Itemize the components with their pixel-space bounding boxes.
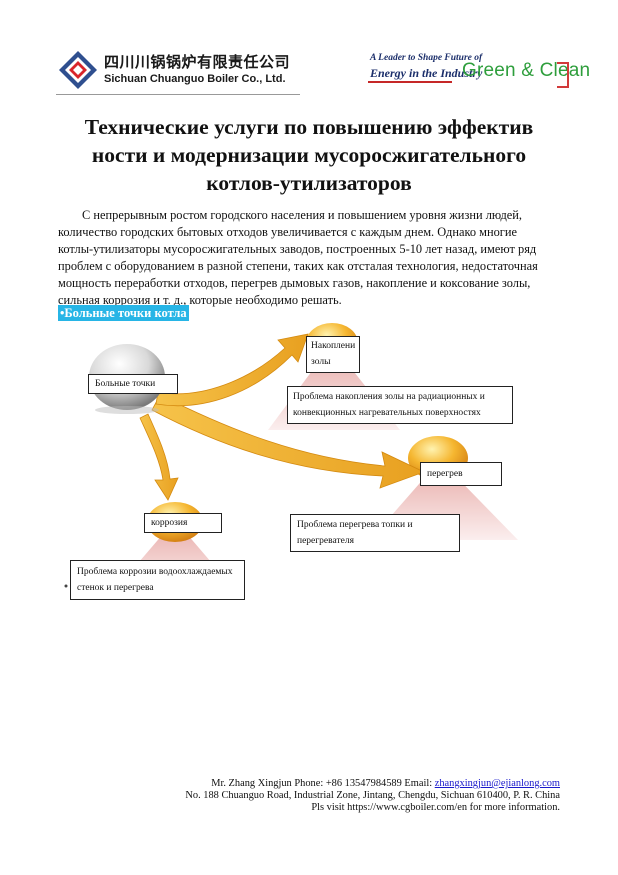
slogan-line-2: Energy in the Industry [370, 66, 483, 80]
footer-address: No. 188 Chuanguo Road, Industrial Zone, … [185, 790, 560, 801]
corrosion-label: коррозия [151, 518, 188, 528]
slogan-underline [368, 81, 452, 83]
corrosion-desc-line: стенок и перегрева [77, 583, 154, 593]
arrow-to-corrosion [139, 413, 179, 501]
ash-label-line: золы [311, 357, 331, 367]
overheat-desc-line: перегревателя [297, 536, 354, 546]
overheat-label-box: перегрев [420, 462, 502, 486]
ash-label-line: Накоплени [311, 341, 356, 351]
footer-email-link[interactable]: zhangxingjun@ejianlong.com [434, 778, 560, 789]
title-line: котлов-утилизаторов [206, 171, 412, 195]
footer-website: Pls visit https://www.cgboiler.com/en fo… [311, 802, 560, 813]
marker-dot [64, 584, 68, 588]
title-line: ности и модернизации мусоросжигательного [91, 143, 527, 167]
ash-desc-line: конвекционных нагревательных поверхностя… [293, 408, 481, 418]
overheat-label: перегрев [427, 469, 463, 479]
center-sphere-shadow [95, 406, 159, 414]
footer-contact-text: Mr. Zhang Xingjun Phone: +86 13547984589… [211, 778, 435, 789]
corrosion-label-box: коррозия [144, 513, 222, 533]
overheat-desc-line: Проблема перегрева топки и [297, 520, 413, 530]
ash-label-box: Накоплени золы [306, 336, 360, 373]
section-heading: •Больные точки котла [58, 305, 189, 321]
paragraph-line: количество городских бытовых отходов уве… [58, 225, 518, 239]
footer-contact: Mr. Zhang Xingjun Phone: +86 13547984589… [211, 778, 560, 789]
header-divider [56, 94, 300, 95]
paragraph-line: сильная коррозия и т. д., которые необхо… [58, 293, 342, 307]
title-line: Технические услуги по повышению эффектив [84, 115, 534, 139]
ash-desc-line: Проблема накопления золы на радиационных… [293, 392, 485, 402]
paragraph-line: котлы-утилизаторы мусоросжигательных зав… [58, 242, 537, 256]
paragraph-line: С непрерывным ростом городского населени… [82, 208, 523, 222]
arrow-to-overheat [151, 394, 426, 489]
paragraph-line: проблем с оборудованием в разной степени… [58, 259, 538, 273]
green-clean-tagline: Green & Clean [462, 60, 591, 81]
company-name-en: Sichuan Chuanguo Boiler Co., Ltd. [104, 73, 286, 85]
arrow-to-ash [155, 333, 309, 407]
corrosion-desc-box: Проблема коррозии водоохлаждаемых стенок… [70, 560, 245, 600]
center-label: Больные точки [95, 379, 156, 389]
bracket-icon [557, 62, 569, 88]
overheat-desc-box: Проблема перегрева топки и перегревателя [290, 514, 460, 552]
paragraph-line: мощность переработки отходов, перегрев д… [58, 276, 531, 290]
ash-desc-box: Проблема накопления золы на радиационных… [287, 386, 513, 424]
corrosion-desc-line: Проблема коррозии водоохлаждаемых [77, 567, 233, 577]
page-title: Технические услуги по повышению эффектив… [56, 113, 562, 197]
center-label-box: Больные точки [88, 374, 178, 394]
company-name-cn: 四川川锅锅炉有限责任公司 [104, 53, 291, 71]
company-logo-icon [58, 50, 98, 90]
slogan-line-1: A Leader to Shape Future of [370, 53, 483, 63]
intro-paragraph: С непрерывным ростом городского населени… [58, 207, 560, 309]
